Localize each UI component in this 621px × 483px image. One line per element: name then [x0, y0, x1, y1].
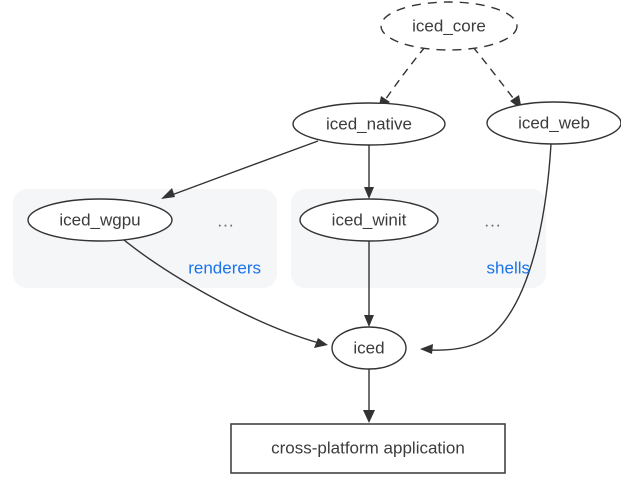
cluster-shells-label: shells: [487, 258, 530, 277]
edge-line: [472, 46, 518, 104]
edge-iced-core-to-iced-native: [378, 46, 426, 110]
renderers-ellipsis-label: ...: [217, 211, 234, 230]
edge-iced-wgpu-to-iced: [123, 239, 328, 348]
node-iced-wgpu-label: iced_wgpu: [59, 210, 140, 229]
node-iced-web[interactable]: iced_web: [486, 101, 621, 145]
edge-line: [123, 239, 320, 344]
arrow-head: [364, 315, 374, 327]
edge-iced-to-app: [363, 369, 375, 423]
node-iced-winit-label: iced_winit: [332, 210, 407, 229]
node-iced-web-shape[interactable]: [486, 101, 621, 145]
edge-iced-native-to-iced-winit: [364, 145, 374, 199]
arrow-head: [161, 188, 175, 199]
node-iced-wgpu[interactable]: iced_wgpu: [27, 198, 173, 242]
node-iced-core[interactable]: iced_core: [380, 1, 518, 51]
arrow-head: [364, 187, 374, 199]
node-iced-label: iced: [353, 338, 384, 357]
node-iced-native[interactable]: iced_native: [292, 102, 446, 146]
edge-iced-winit-to-iced: [364, 241, 374, 327]
edge-iced-core-to-iced-web: [472, 46, 522, 110]
edge-iced-web-to-iced: [420, 143, 552, 354]
node-iced-wgpu-shape[interactable]: [27, 198, 173, 242]
node-cross-platform-application-shape[interactable]: [230, 423, 506, 474]
arrow-head: [420, 344, 433, 354]
node-cross-platform-application-label: cross-platform application: [271, 438, 465, 457]
node-iced-core-shape[interactable]: [380, 1, 518, 51]
edge-iced-native-to-iced-wgpu: [161, 140, 319, 199]
node-iced-winit-shape[interactable]: [299, 198, 439, 242]
edge-line: [428, 143, 552, 351]
arrow-head: [314, 338, 328, 348]
node-iced-shape[interactable]: [331, 326, 407, 370]
node-iced[interactable]: iced: [331, 326, 407, 370]
edge-line: [168, 140, 319, 197]
shells-ellipsis-label: ...: [484, 211, 501, 230]
node-iced-winit[interactable]: iced_winit: [299, 198, 439, 242]
node-cross-platform-application[interactable]: cross-platform application: [230, 423, 506, 474]
node-iced-web-label: iced_web: [518, 113, 590, 132]
node-iced-native-shape[interactable]: [292, 102, 446, 146]
node-iced-core-label: iced_core: [412, 16, 486, 35]
arrow-head: [363, 410, 375, 423]
cluster-renderers-label: renderers: [188, 258, 261, 277]
node-iced-native-label: iced_native: [326, 114, 412, 133]
edge-line: [382, 46, 426, 104]
